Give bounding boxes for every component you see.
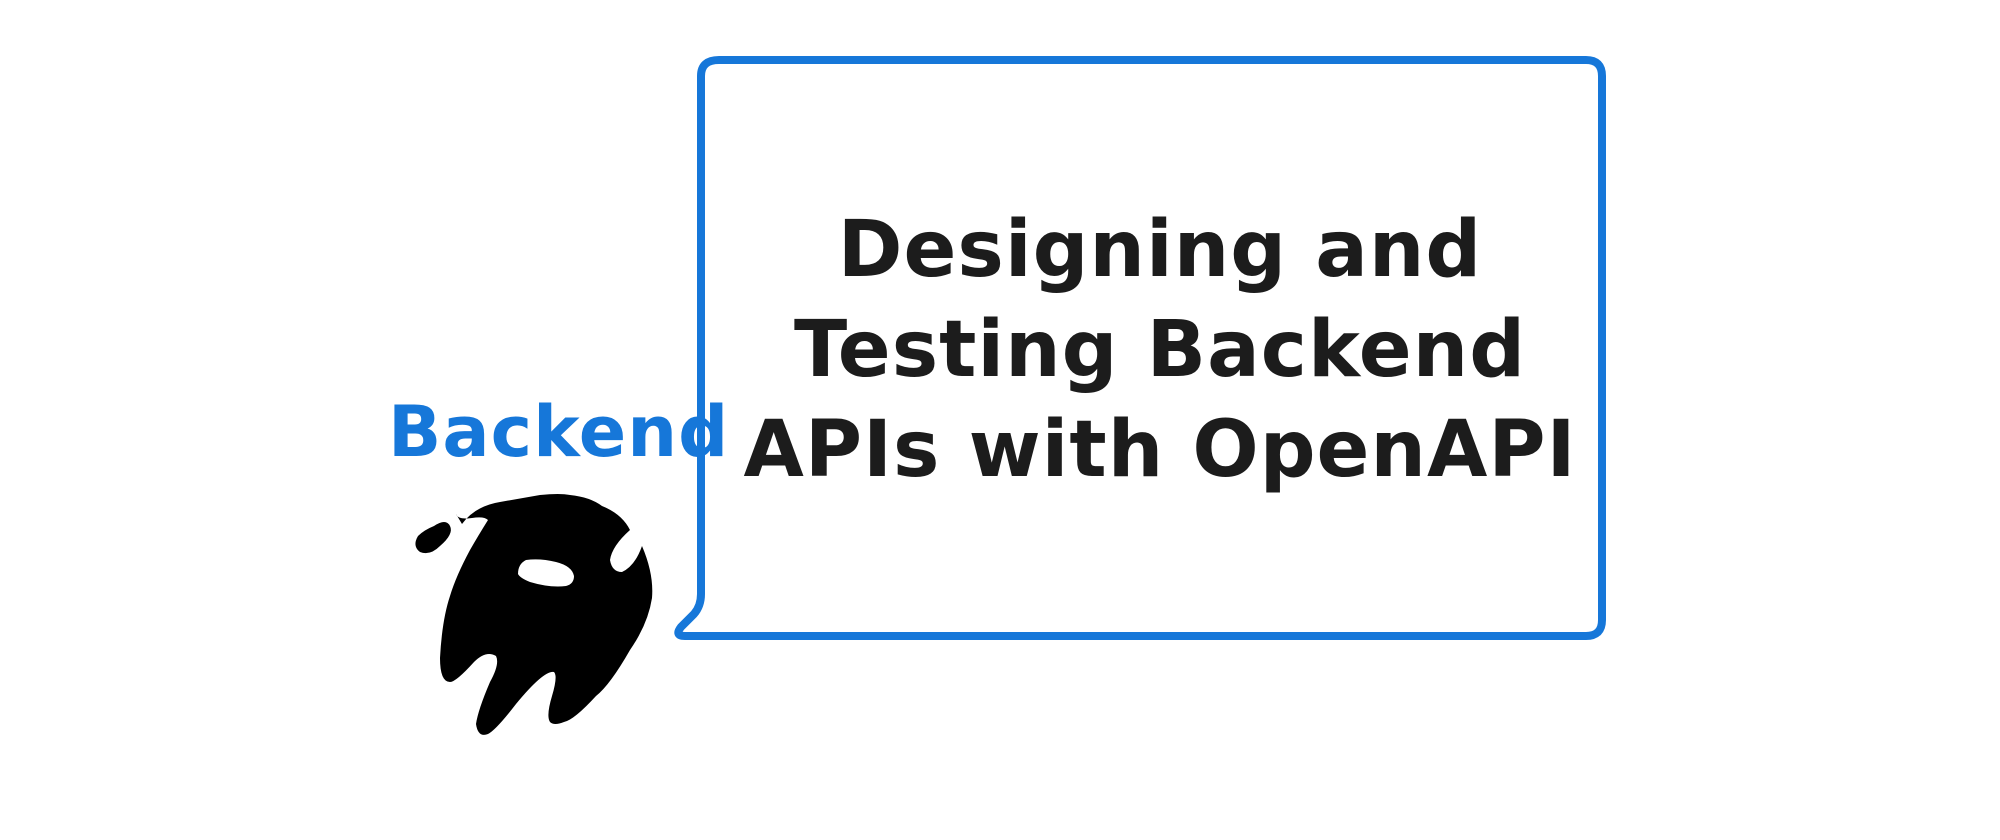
title-line-1: Designing and: [837, 205, 1483, 295]
title-line-2: Testing Backend: [793, 305, 1527, 395]
page-title: Designing and Testing Backend APIs with …: [720, 200, 1600, 500]
ghost-eye: [518, 559, 574, 587]
speech-bubble-outline: [674, 56, 1606, 640]
ghost-body: [440, 494, 653, 735]
brand-label: Backend: [388, 391, 730, 473]
ghost-hand: [415, 522, 451, 554]
ghost-mascot-icon: [415, 494, 653, 735]
title-line-3: APIs with OpenAPI: [743, 405, 1577, 495]
